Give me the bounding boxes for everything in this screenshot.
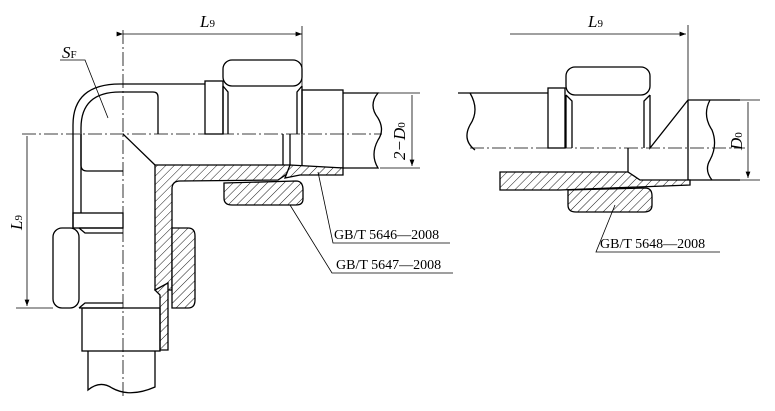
tube-right-view bbox=[688, 99, 740, 181]
std-5648-leader bbox=[595, 204, 720, 253]
wrench-flat-leader bbox=[60, 59, 109, 119]
tube-sleeve-lower bbox=[81, 307, 161, 352]
nut-section-right-view bbox=[567, 187, 653, 213]
straight-union-view: L9 D0 GB/T 5648—2008 bbox=[458, 12, 760, 253]
std-5646-label: GB/T 5646—2008 bbox=[334, 228, 439, 243]
nut-section-right bbox=[223, 180, 304, 206]
ferrule-section-lower bbox=[153, 281, 169, 351]
union-nut-right-view bbox=[565, 94, 689, 150]
elbow-hex-flat bbox=[80, 91, 159, 213]
std-5646-leader bbox=[317, 171, 450, 244]
tube-right bbox=[343, 92, 383, 169]
tube-left bbox=[458, 92, 548, 151]
nut-top-face bbox=[222, 59, 303, 87]
nut-section-lower bbox=[171, 227, 196, 309]
union-nut-lower bbox=[78, 227, 123, 309]
elbow-fitting-view: L9 L9 2−D0 SF GB/T 5646—2008 GB/T 5647—2… bbox=[7, 12, 453, 396]
elbow-hex-lower bbox=[80, 134, 123, 172]
dim-top-label: L9 bbox=[199, 12, 215, 31]
collar-right-view bbox=[547, 87, 566, 149]
bore-chamfer bbox=[122, 133, 156, 166]
ferrule-section-right bbox=[283, 164, 344, 179]
collar-lower bbox=[72, 212, 124, 229]
tube-lower bbox=[87, 351, 156, 394]
nut-side-face bbox=[52, 227, 80, 309]
dim-left-label: L9 bbox=[7, 215, 26, 231]
nut-top-face-right-view bbox=[565, 66, 651, 96]
std-5647-leader bbox=[289, 204, 453, 274]
std-5648-label: GB/T 5648—2008 bbox=[600, 237, 705, 252]
dim-d0-label: D0 bbox=[727, 132, 746, 151]
tube-sleeve-right bbox=[301, 89, 344, 169]
elbow-body-section bbox=[154, 164, 291, 291]
body-section-right-view bbox=[499, 171, 691, 191]
dim-2d0-label: 2−D0 bbox=[390, 122, 409, 160]
std-5647-label: GB/T 5647—2008 bbox=[336, 258, 441, 273]
elbow-outer-contour bbox=[72, 83, 205, 228]
collar-right bbox=[204, 80, 224, 135]
union-nut-right bbox=[222, 85, 303, 134]
dim-top-label-right: L9 bbox=[587, 12, 603, 31]
wrench-flat-label: SF bbox=[62, 43, 77, 62]
